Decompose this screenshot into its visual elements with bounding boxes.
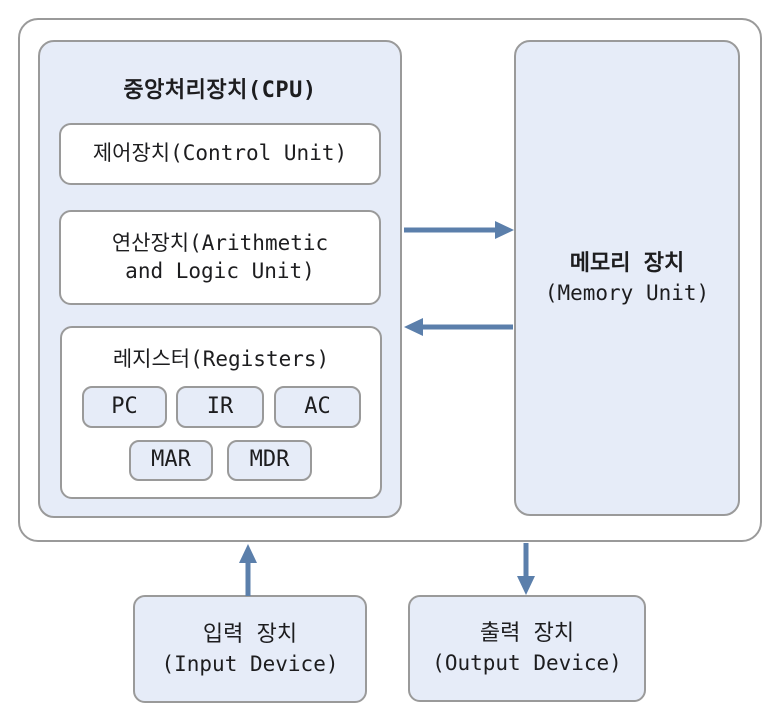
arrow-system-to-output xyxy=(517,543,535,595)
output-device-box: 출력 장치 (Output Device) xyxy=(408,595,646,702)
register-pc-label: PC xyxy=(111,393,138,419)
input-device-title-english: (Input Device) xyxy=(161,651,339,676)
register-mdr-label: MDR xyxy=(249,447,290,473)
register-ir: IR xyxy=(176,386,264,428)
alu-label-line1: 연산장치(Arithmetic xyxy=(111,231,329,256)
control-unit-label: 제어장치(Control Unit) xyxy=(92,141,348,166)
registers-title: 레지스터(Registers) xyxy=(112,347,330,371)
cpu-title: 중앙처리장치(CPU) xyxy=(123,78,317,103)
register-mar: MAR xyxy=(129,440,213,481)
register-ac: AC xyxy=(274,386,361,428)
memory-title-english: (Memory Unit) xyxy=(544,280,710,305)
control-unit-box: 제어장치(Control Unit) xyxy=(59,123,381,185)
register-pc: PC xyxy=(82,386,167,428)
alu-label-line2: and Logic Unit) xyxy=(125,258,315,283)
cpu-box: 중앙처리장치(CPU) 제어장치(Control Unit) 연산장치(Arit… xyxy=(38,40,402,518)
output-device-title-korean: 출력 장치 xyxy=(479,621,575,647)
register-mar-label: MAR xyxy=(151,447,191,473)
output-device-title-english: (Output Device) xyxy=(432,651,622,676)
arrow-input-to-system xyxy=(239,544,257,596)
input-device-title-korean: 입력 장치 xyxy=(202,621,298,647)
memory-unit-box: 메모리 장치 (Memory Unit) xyxy=(514,40,740,516)
register-mdr: MDR xyxy=(227,440,312,481)
memory-title-korean: 메모리 장치 xyxy=(569,250,685,276)
register-ir-label: IR xyxy=(206,393,234,419)
alu-box: 연산장치(Arithmetic and Logic Unit) xyxy=(59,210,381,305)
register-ac-label: AC xyxy=(304,393,331,419)
registers-box: 레지스터(Registers) PC IR AC MAR MDR xyxy=(60,326,382,499)
input-device-box: 입력 장치 (Input Device) xyxy=(133,595,367,703)
